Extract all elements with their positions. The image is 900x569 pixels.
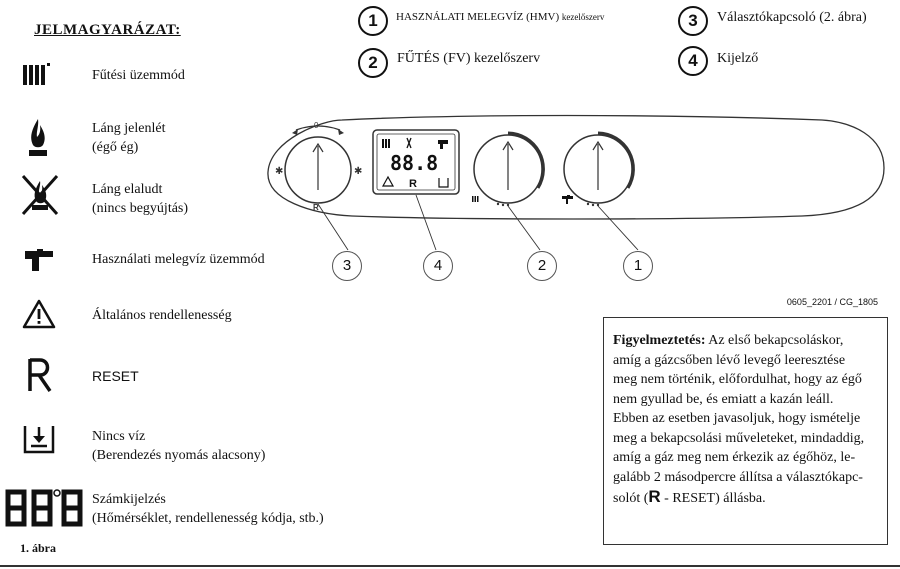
legend-text: (égő ég)	[92, 140, 139, 155]
legend-item-no-water: Nincs víz (Berendezés nyomás alacsony)	[92, 427, 265, 465]
note-line-last: solót (R - RESET) állásba.	[613, 487, 878, 509]
lcd-r: R	[409, 178, 417, 190]
heating-knob	[472, 131, 545, 207]
legend-text: (Berendezés nyomás alacsony)	[92, 448, 266, 463]
top-label-2: FŰTÉS (FV) kezelőszerv	[397, 51, 541, 66]
note-line: amíg a gázcsőben lévő levegő leeresztése	[613, 352, 846, 368]
legend-text: Fűtési üzemmód	[92, 68, 185, 83]
legend-text: Láng jelenlét	[92, 121, 166, 136]
callout-3: 3	[332, 251, 362, 281]
note-line: Ebben az esetben javasoljuk, hogy isméte…	[613, 411, 861, 426]
reset-r-glyph: R	[648, 487, 661, 506]
note-line: galább 2 másodpercre állítsa a választók…	[613, 469, 863, 485]
note-bold: Figyelmeztetés:	[613, 333, 706, 348]
badge-4: 4	[678, 46, 708, 76]
badge-1: 1	[358, 6, 388, 36]
selector-r-label: R	[313, 203, 319, 212]
legend-item-digits: Számkijelzés (Hőmérséklet, rendellenessé…	[92, 490, 324, 528]
warning-icon	[22, 299, 56, 329]
figure-label: 1. ábra	[20, 541, 56, 555]
lcd-digits: 88.8	[390, 151, 438, 175]
legend-text: RESET	[92, 368, 139, 384]
warning-note: Figyelmeztetés: Az első bekapcsoláskor, …	[603, 317, 888, 545]
callout-2: 2	[527, 251, 557, 281]
legend-text: Számkijelzés	[92, 492, 166, 507]
selector-knob: 0 R ✱ ✱	[275, 121, 362, 212]
flame-icon	[25, 117, 51, 159]
snowflake-icon: ✱	[354, 166, 362, 177]
callout-4: 4	[423, 251, 453, 281]
radiator-icon	[21, 62, 51, 86]
top-label-4: Kijelző	[717, 51, 759, 66]
leader-line	[317, 203, 349, 251]
note-line: meg nem történik, előfordulhat, hogy az …	[613, 372, 862, 387]
bottom-rule	[0, 565, 900, 567]
legend-text: Láng elaludt	[92, 182, 163, 197]
control-panel: 0 R ✱ ✱ 88.8 R	[267, 114, 885, 251]
leader-line	[507, 205, 541, 251]
legend-item-reset: RESET	[92, 368, 139, 384]
legend-text: Nincs víz	[92, 429, 146, 444]
top-label-text: HASZNÁLATI MELEGVÍZ (HMV)	[396, 11, 560, 23]
note-line: amíg a gáz meg nem érkezik az égőhöz, le…	[613, 450, 856, 465]
callout-1: 1	[623, 251, 653, 281]
legend-item-flame: Láng jelenlét (égő ég)	[92, 119, 165, 157]
legend-title: JELMAGYARÁZAT:	[34, 22, 181, 38]
flame-off-icon	[20, 173, 60, 217]
no-water-icon	[22, 422, 56, 458]
lcd-display: 88.8 R	[372, 129, 460, 195]
reset-icon	[26, 357, 54, 393]
legend-text: (Hőmérséklet, rendellenesség kódja, stb.…	[92, 511, 324, 526]
legend-item-flame-off: Láng elaludt (nincs begyújtás)	[92, 180, 188, 218]
badge-3: 3	[678, 6, 708, 36]
legend-item-fault: Általános rendellenesség	[92, 306, 232, 325]
note-text: Az első bekapcsoláskor,	[705, 333, 844, 348]
dhw-knob	[562, 131, 635, 207]
badge-2: 2	[358, 48, 388, 78]
legend-item-heating: Fűtési üzemmód	[92, 66, 185, 85]
figure-reference: 0605_2201 / CG_1805	[786, 297, 878, 307]
note-line: meg a bekapcsolási műveleteket, mindaddi…	[613, 430, 865, 446]
legend-text: Általános rendellenesség	[92, 308, 232, 323]
legend-text: (nincs begyújtás)	[92, 201, 189, 216]
leader-line	[597, 205, 639, 251]
top-label-3: Választókapcsoló (2. ábra)	[717, 10, 867, 25]
digit-display-icon	[3, 488, 87, 528]
legend-text: Használati melegvíz üzemmód	[92, 252, 265, 267]
selector-zero-label: 0	[314, 121, 319, 130]
top-label-small: kezelőszerv	[561, 12, 605, 22]
note-line-1: Figyelmeztetés: Az első bekapcsoláskor,	[613, 331, 878, 351]
note-line: nem gyullad be, és emiatt a kazán leáll.	[613, 391, 834, 407]
note-text: solót (	[613, 491, 649, 506]
leader-line	[415, 194, 437, 251]
top-label-1: HASZNÁLATI MELEGVÍZ (HMV) kezelőszerv	[396, 11, 604, 23]
note-text: - RESET) állásba.	[660, 491, 766, 506]
snowflake-icon: ✱	[275, 166, 283, 177]
legend-item-dhw: Használati melegvíz üzemmód	[92, 250, 265, 269]
faucet-icon	[23, 247, 55, 273]
